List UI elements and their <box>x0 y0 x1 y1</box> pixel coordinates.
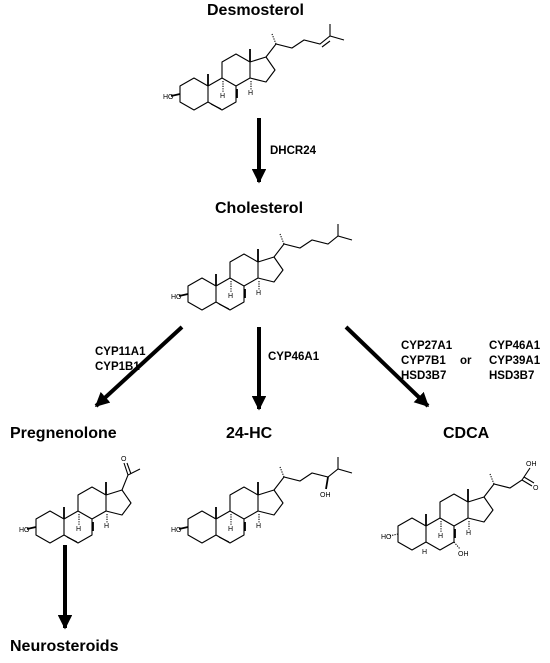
arrow-cholesterol-to-cdca <box>344 325 430 408</box>
svg-text:H: H <box>422 549 427 556</box>
enzyme-dhcr24: DHCR24 <box>270 145 317 157</box>
svg-text:H: H <box>104 523 109 530</box>
svg-text:H: H <box>228 526 233 533</box>
svg-text:H: H <box>220 93 225 100</box>
svg-text:H: H <box>466 530 471 537</box>
svg-text:OH: OH <box>458 551 469 558</box>
enzyme-cyp11a1: CYP11A1 <box>95 346 146 358</box>
enzyme-hsd3b7-a: HSD3B7 <box>401 370 447 382</box>
svg-text:H: H <box>228 293 233 300</box>
compound-cholesterol: Cholesterol <box>215 200 304 217</box>
arrow-cholesterol-to-pregnenolone <box>94 325 184 408</box>
svg-text:O: O <box>121 456 127 463</box>
structure-24-hc: HO H H OH <box>171 457 353 544</box>
enzyme-cyp46a1-middle: CYP46A1 <box>268 351 320 363</box>
structure-desmosterol: HO H H <box>163 24 345 111</box>
enzyme-cyp1b1: CYP1B1 <box>95 361 140 373</box>
ho-label: HO <box>171 527 182 534</box>
ho-label: HO <box>381 534 392 541</box>
ho-label: HO <box>19 527 30 534</box>
structure-pregnenolone: HO H H O <box>19 456 141 544</box>
svg-text:OH: OH <box>526 461 537 468</box>
enzyme-or: or <box>460 355 472 367</box>
compound-cdca: CDCA <box>443 425 490 442</box>
svg-text:H: H <box>256 290 261 297</box>
svg-text:H: H <box>248 90 253 97</box>
compound-24-hc: 24-HC <box>226 425 273 442</box>
compound-pregnenolone: Pregnenolone <box>10 425 117 442</box>
compound-neurosteroids: Neurosteroids <box>10 638 119 655</box>
ho-label: HO <box>163 94 174 101</box>
enzyme-cyp46a1-right: CYP46A1 <box>489 340 541 352</box>
structure-cholesterol: HO H H <box>171 224 353 311</box>
svg-text:H: H <box>256 523 261 530</box>
svg-text:OH: OH <box>320 492 331 499</box>
svg-text:O: O <box>533 485 539 492</box>
compound-desmosterol: Desmosterol <box>207 2 304 19</box>
enzyme-cyp39a1: CYP39A1 <box>489 355 541 367</box>
structure-cdca: HO H H H OH OH O <box>381 461 539 558</box>
svg-text:H: H <box>76 526 81 533</box>
ho-label: HO <box>171 294 182 301</box>
enzyme-cyp7b1: CYP7B1 <box>401 355 446 367</box>
enzyme-hsd3b7-b: HSD3B7 <box>489 370 535 382</box>
svg-text:H: H <box>438 533 443 540</box>
enzyme-cyp27a1: CYP27A1 <box>401 340 453 352</box>
